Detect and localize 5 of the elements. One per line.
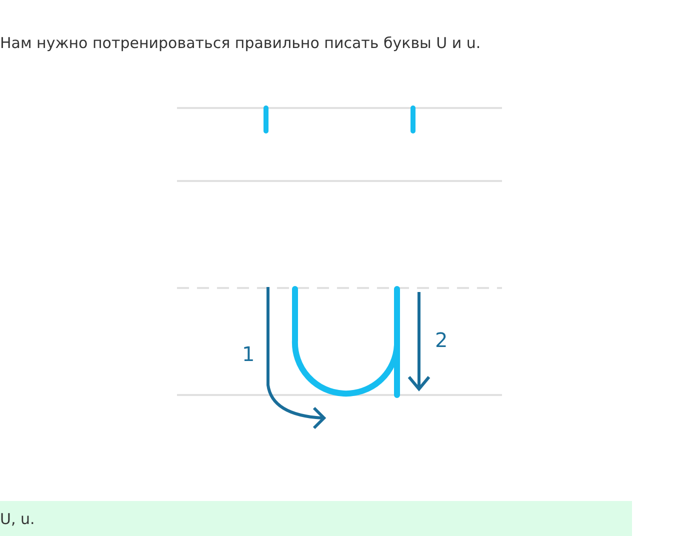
instruction-text: Нам нужно потренироваться правильно писать буквы U и u. bbox=[0, 34, 481, 52]
step-number: 2 bbox=[435, 328, 448, 352]
answer-text: U, u. bbox=[0, 510, 35, 528]
answer-band bbox=[0, 501, 632, 536]
step-number: 1 bbox=[242, 342, 255, 366]
